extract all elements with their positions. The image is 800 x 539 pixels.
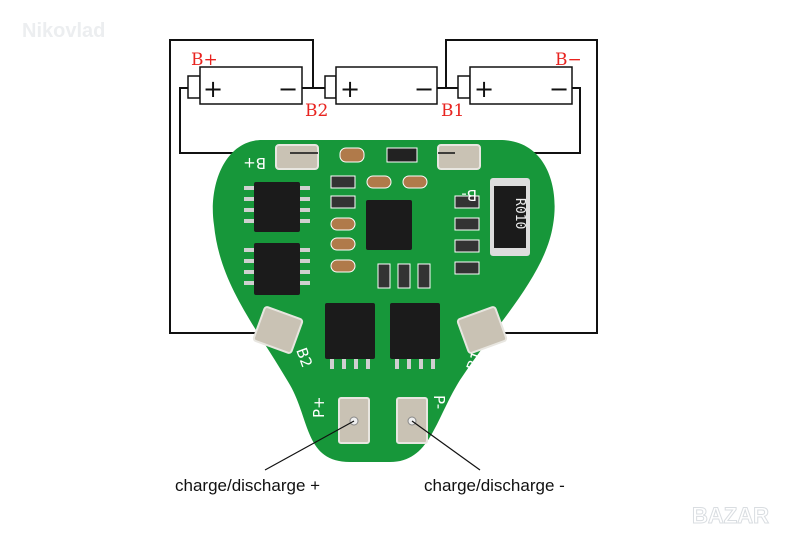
silk-p-plus: P+ xyxy=(310,396,328,418)
mosfet-3 xyxy=(325,303,375,359)
wires xyxy=(169,39,598,334)
battery-cell-2 xyxy=(324,66,438,105)
pcb-pads xyxy=(252,144,508,444)
pad-b-plus xyxy=(275,144,319,170)
silk-b1: B1 xyxy=(463,349,487,374)
battery-plus-1: + xyxy=(203,75,223,103)
label-b-plus: B+ xyxy=(191,50,218,70)
pad-b1 xyxy=(456,306,508,354)
silk-p-minus: P- xyxy=(430,395,448,409)
battery-plus-3: + xyxy=(474,75,494,103)
chip-pins xyxy=(244,186,435,369)
mosfet-1 xyxy=(254,182,300,232)
label-b1: B1 xyxy=(441,101,464,121)
caption-charge-discharge-minus: charge/discharge - xyxy=(424,476,565,495)
pointer-p-plus xyxy=(264,420,355,471)
label-b2: B2 xyxy=(305,101,328,121)
silk-b-plus: B+ xyxy=(243,154,266,172)
passive-components xyxy=(330,147,480,289)
protection-ic xyxy=(366,200,412,250)
pad-b2 xyxy=(252,306,304,354)
label-b-minus: B− xyxy=(555,50,582,70)
battery-minus-1: − xyxy=(278,75,298,103)
silk-b2: B2 xyxy=(292,345,316,370)
caption-charge-discharge-plus: charge/discharge + xyxy=(175,476,320,495)
bazar-logo: BAZAR xyxy=(692,503,769,528)
shunt-resistor-code: R010 xyxy=(512,198,527,229)
pointer-p-minus xyxy=(411,420,481,471)
battery-minus-3: − xyxy=(549,75,569,103)
silk-b-minus: B- xyxy=(461,186,477,204)
battery-minus-2: − xyxy=(414,75,434,103)
pad-b-minus xyxy=(437,144,481,170)
pcb-chips xyxy=(254,178,530,359)
watermark: Nikovlad xyxy=(22,20,105,42)
mosfet-4 xyxy=(390,303,440,359)
battery-cell-1 xyxy=(187,66,303,105)
mosfet-2 xyxy=(254,243,300,295)
battery-cell-3 xyxy=(457,66,573,105)
battery-plus-2: + xyxy=(340,75,360,103)
shunt-resistor xyxy=(494,186,526,248)
